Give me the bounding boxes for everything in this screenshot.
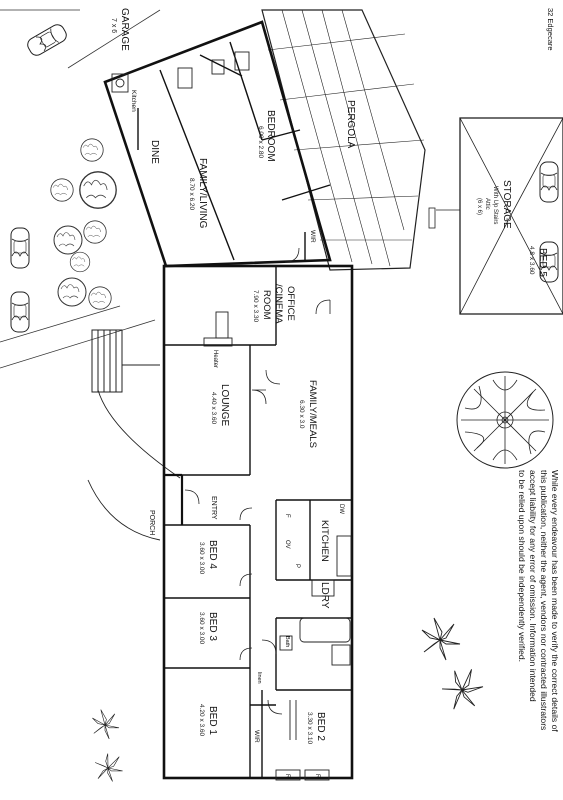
pergola-label: PERGOLA: [345, 100, 356, 149]
wir-bottom-label: WIR: [253, 730, 260, 743]
disclaimer-line-2: this publication, neither the agent, ven…: [539, 470, 549, 730]
bed1-label: BED 1: [207, 706, 218, 735]
bed5-size: 4.8 x 3.60: [528, 246, 535, 275]
storage-note-1: With Up Stairs: [492, 186, 498, 224]
kitchen-small-label: Kitchen: [130, 90, 137, 112]
garage-size: 7 x 6: [110, 18, 117, 33]
bed4-size: 3.60 x 3.00: [198, 542, 205, 575]
office-label-3: ROOM: [261, 290, 272, 320]
pantry-label: P: [294, 564, 300, 568]
r1-label: R: [284, 774, 290, 779]
pergola-structure: [261, 9, 426, 271]
internal-walls: [137, 41, 352, 778]
heater-label: Heater: [212, 350, 218, 368]
bedroom-label: BEDROOM: [265, 110, 276, 162]
bed4-label: BED 4: [207, 540, 218, 569]
bath-label: Bath: [284, 636, 290, 647]
garage-label: GARAGE: [119, 8, 130, 51]
bed1-size: 4.20 x 3.60: [198, 704, 205, 737]
porch-label: PORCH: [148, 510, 155, 535]
disclaimer-line-4: to be relied upon should be independentl…: [517, 470, 527, 662]
bed5-label: BED 5: [537, 248, 548, 277]
door-swings: [184, 247, 331, 715]
entry-label: ENTRY: [210, 496, 217, 520]
bed3-size: 3.60 x 3.00: [198, 612, 205, 645]
dw-label: DW: [338, 504, 344, 514]
round-tree: [456, 371, 554, 469]
r2-label: R: [314, 774, 320, 779]
porch-path: [87, 389, 181, 541]
family-living-size: 8.70 x 6.20: [188, 178, 195, 211]
entry-steps: [91, 329, 160, 393]
family-meals-label: FAMILY/MEALS: [307, 380, 318, 448]
family-living-label: FAMILY/LIVING: [197, 158, 208, 229]
boundary-lines: [0, 9, 161, 369]
bed3-label: BED 3: [207, 612, 218, 641]
kitchen-label: KITCHEN: [319, 520, 330, 562]
office-size: 7.90 x 3.30: [252, 290, 259, 323]
office-label-1: OFFICE: [285, 286, 296, 321]
bedroom-size: 6.00 x 2.80: [257, 126, 264, 159]
bed2-label: BED 2: [315, 712, 326, 741]
lounge-label: LOUNGE: [219, 384, 230, 427]
family-meals-size: 6.30 x 3.0: [298, 400, 305, 429]
storage-note-3: (6 x 6): [476, 198, 482, 215]
storage-label: STORAGE: [501, 180, 512, 229]
lounge-size: 4.40 x 3.60: [210, 392, 217, 425]
storage-note-2: Attic: [484, 198, 490, 210]
wir-top-label: WIR: [309, 230, 316, 243]
dine-label: DINE: [149, 140, 160, 164]
oven-label: OV: [284, 540, 290, 549]
fridge-label: F: [284, 514, 290, 518]
address-label: 32 Edgecare: [546, 8, 555, 51]
disclaimer-line-3: accept liability for any error of omissi…: [528, 470, 538, 702]
storage-outline: [428, 117, 563, 315]
disclaimer-line-1: While every endeavour has been made to v…: [550, 470, 560, 732]
office-label-2: /CINEMA: [273, 284, 284, 324]
fixtures: [111, 51, 352, 781]
garden-bushes: [50, 138, 117, 310]
ldry-label: LDRY: [319, 582, 330, 609]
labels: 32 Edgecare GARAGE 7 x 6 Kitchen DINE BE…: [110, 8, 560, 779]
bed2-size: 3.30 x 3.10: [306, 712, 313, 745]
linen-label: linen: [256, 672, 262, 684]
